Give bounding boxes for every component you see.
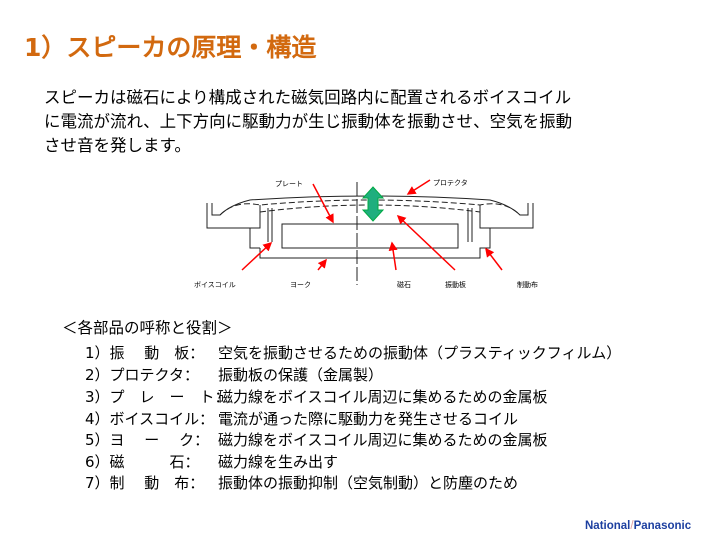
- part-role: 電流が通った際に駆動力を発生させるコイル: [218, 410, 519, 428]
- speaker-diagram: プレート プロテクタ ボイスコイル ヨーク 磁石 振動板 制動布: [194, 178, 538, 289]
- part-item: 3）プ レ ー ト：磁力線をボイスコイル周辺に集めるための金属板: [85, 386, 548, 407]
- intro-line-2: に電流が流れ、上下方向に駆動力が生じ振動体を振動させ、空気を振動: [44, 112, 573, 131]
- part-role: 振動板の保護（金属製）: [218, 366, 384, 384]
- part-item: 7）制 動 布： 振動体の振動抑制（空気制動）と防塵のため: [85, 472, 518, 493]
- part-name: 2）プロテクタ：: [85, 366, 199, 384]
- part-role: 磁力線をボイスコイル周辺に集めるための金属板: [218, 431, 548, 449]
- label-protector: プロテクタ: [433, 178, 468, 187]
- logo-national: National: [585, 520, 631, 532]
- part-item: 5）ヨ ー ク： 磁力線をボイスコイル周辺に集めるための金属板: [85, 429, 548, 450]
- vibration-arrow-icon: [361, 186, 385, 222]
- part-name: 1）振 動 板：: [85, 344, 205, 362]
- label-diaphragm: 振動板: [445, 280, 466, 289]
- part-name: 4）ボイスコイル：: [85, 410, 215, 428]
- label-yoke: ヨーク: [290, 281, 311, 289]
- label-voice-coil: ボイスコイル: [194, 281, 236, 289]
- part-item: 1）振 動 板： 空気を振動させるための振動体（プラスティックフィルム）: [85, 342, 621, 363]
- part-item: 2）プロテクタ： 振動板の保護（金属製）: [85, 364, 383, 385]
- slide-title: 1）スピーカの原理・構造: [24, 33, 317, 62]
- parts-heading: ＜各部品の呼称と役割＞: [62, 319, 233, 337]
- part-role: 振動体の振動抑制（空気制動）と防塵のため: [218, 474, 519, 492]
- intro-line-1: スピーカは磁石により構成された磁気回路内に配置されるボイスコイル: [44, 88, 572, 107]
- part-name: 3）プ レ ー ト：: [85, 388, 230, 406]
- part-role: 磁力線を生み出す: [218, 453, 339, 471]
- part-name: 5）ヨ ー ク：: [85, 431, 210, 449]
- part-role: 磁力線をボイスコイル周辺に集めるための金属板: [218, 388, 548, 406]
- part-item: 4）ボイスコイル：電流が通った際に駆動力を発生させるコイル: [85, 408, 518, 429]
- part-name: 6）磁 石：: [85, 453, 200, 471]
- part-name: 7）制 動 布：: [85, 474, 205, 492]
- part-role: 空気を振動させるための振動体（プラスティックフィルム）: [218, 344, 622, 362]
- intro-line-3: させ音を発します。: [44, 136, 191, 155]
- brand-logo: National/Panasonic: [585, 520, 692, 532]
- part-item: 6）磁 石： 磁力線を生み出す: [85, 451, 338, 472]
- label-magnet: 磁石: [397, 280, 411, 289]
- logo-panasonic: Panasonic: [633, 520, 692, 532]
- label-plate: プレート: [275, 180, 303, 188]
- label-damper-cloth: 制動布: [517, 280, 538, 289]
